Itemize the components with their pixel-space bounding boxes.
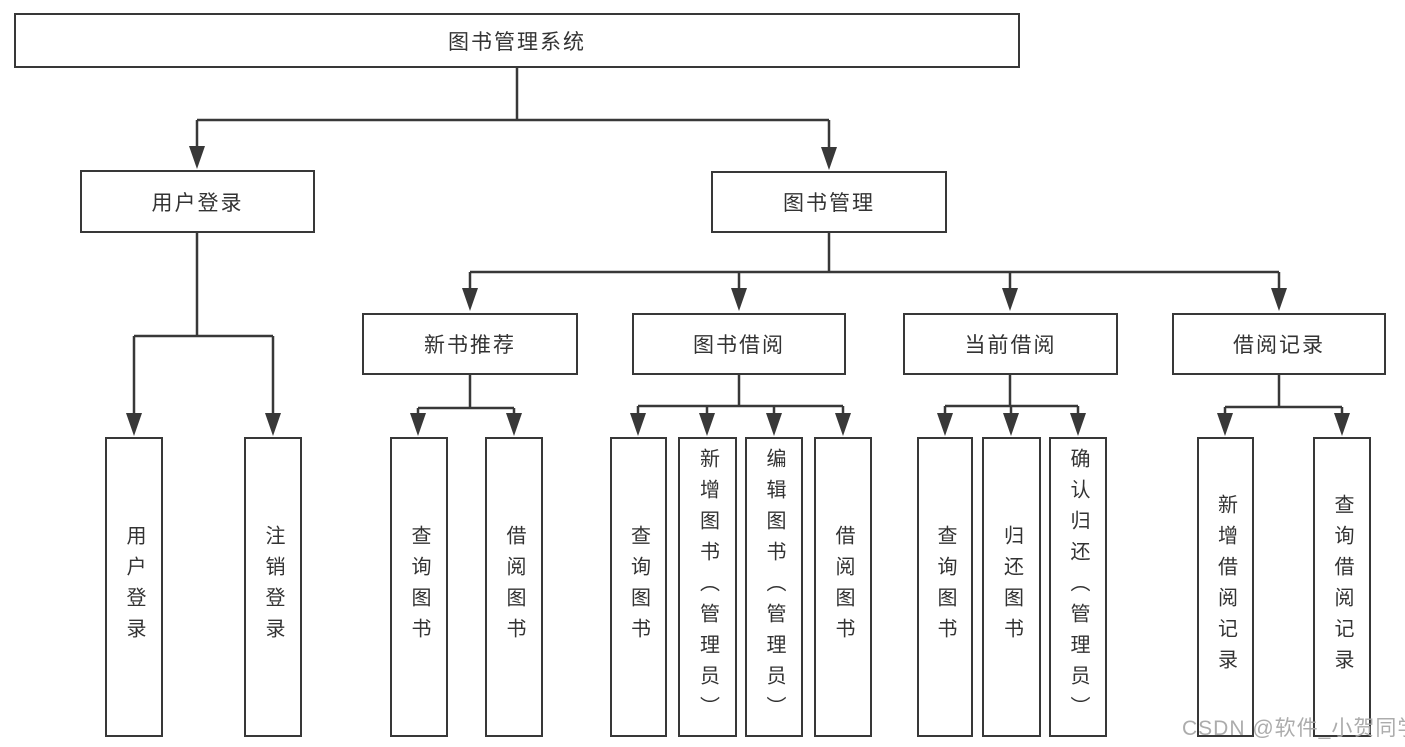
node-new-book-recommend: 新书推荐 xyxy=(362,313,578,375)
leaf-records-query-record: 查询借阅记录 xyxy=(1313,437,1371,737)
node-label: 归还图书 xyxy=(1000,525,1023,649)
leaf-user-login: 用户登录 xyxy=(105,437,163,737)
node-label: 查询图书 xyxy=(408,525,430,649)
node-label: 查询图书 xyxy=(934,525,956,649)
node-root: 图书管理系统 xyxy=(14,13,1020,68)
node-label: 新书推荐 xyxy=(424,334,516,357)
node-label: 图书管理 xyxy=(783,192,875,215)
leaf-logout: 注销登录 xyxy=(244,437,302,737)
node-label: 查询借阅记录 xyxy=(1331,494,1353,680)
leaf-borrow-borrow-books: 借阅图书 xyxy=(814,437,872,737)
node-label: 编辑图书（管理员） xyxy=(763,447,785,727)
leaf-borrow-edit-books-admin: 编辑图书（管理员） xyxy=(745,437,803,737)
node-label: 用户登录 xyxy=(123,525,145,649)
node-root-label: 图书管理系统 xyxy=(448,30,586,54)
leaf-borrow-query-books: 查询图书 xyxy=(610,437,667,737)
node-label: 确认归还（管理员） xyxy=(1067,447,1089,727)
node-borrow-records: 借阅记录 xyxy=(1172,313,1386,375)
node-label: 借阅记录 xyxy=(1233,334,1325,357)
node-label: 当前借阅 xyxy=(964,334,1057,357)
csdn-watermark: CSDN @软件_小贺同学 xyxy=(1182,717,1405,740)
leaf-recommend-query-books: 查询图书 xyxy=(390,437,448,737)
leaf-current-return-books: 归还图书 xyxy=(982,437,1041,737)
node-label: 新增图书（管理员） xyxy=(696,447,719,727)
leaf-recommend-borrow-books: 借阅图书 xyxy=(485,437,543,737)
node-label: 注销登录 xyxy=(262,525,284,649)
leaf-borrow-add-books-admin: 新增图书（管理员） xyxy=(678,437,737,737)
node-label: 图书借阅 xyxy=(693,334,785,357)
node-label: 借阅图书 xyxy=(832,525,854,649)
node-label: 用户登录 xyxy=(151,191,244,215)
node-current-borrow: 当前借阅 xyxy=(903,313,1118,375)
node-book-borrow: 图书借阅 xyxy=(632,313,846,375)
node-label: 借阅图书 xyxy=(503,525,525,649)
node-label: 查询图书 xyxy=(627,525,650,649)
node-label: 新增借阅记录 xyxy=(1214,494,1237,680)
leaf-records-add-record: 新增借阅记录 xyxy=(1197,437,1254,737)
node-book-management-branch: 图书管理 xyxy=(711,171,947,233)
leaf-current-confirm-return-admin: 确认归还（管理员） xyxy=(1049,437,1107,737)
leaf-current-query-books: 查询图书 xyxy=(917,437,973,737)
node-user-login-branch: 用户登录 xyxy=(80,170,315,233)
